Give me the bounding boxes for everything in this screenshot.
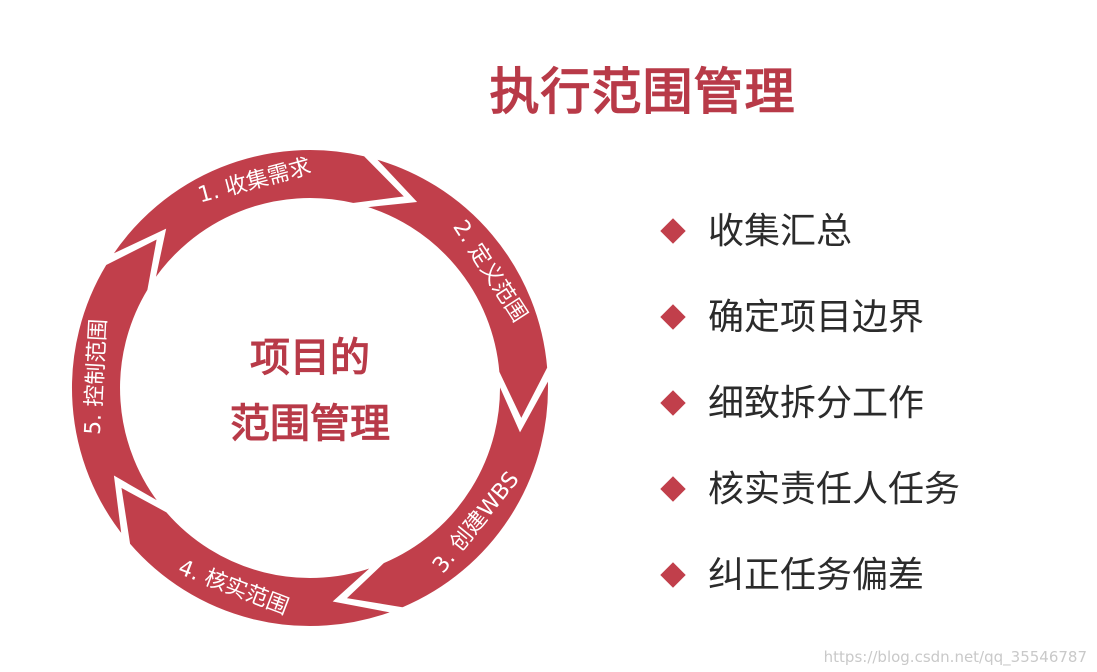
bullet-text: 细致拆分工作 xyxy=(708,383,925,424)
bullet-list: 收集汇总 确定项目边界 细致拆分工作 核实责任人任务 纠正任务偏差 xyxy=(660,200,960,630)
bullet-item: 收集汇总 xyxy=(660,200,960,286)
cycle-segment-5 xyxy=(68,232,166,547)
page-title: 执行范围管理 xyxy=(489,63,796,121)
bullet-item: 核实责任人任务 xyxy=(660,458,960,544)
diamond-bullet-icon xyxy=(660,304,686,330)
diamond-bullet-icon xyxy=(660,218,686,244)
cycle-center-label: 项目的 范围管理 xyxy=(200,325,420,457)
diamond-bullet-icon xyxy=(660,390,686,416)
watermark: https://blog.csdn.net/qq_35546787 xyxy=(823,648,1087,666)
bullet-text: 收集汇总 xyxy=(708,211,853,252)
bullet-item: 纠正任务偏差 xyxy=(660,544,960,630)
diamond-bullet-icon xyxy=(660,476,686,502)
diamond-bullet-icon xyxy=(660,562,686,588)
center-line-1: 项目的 xyxy=(250,335,370,381)
bullet-text: 核实责任人任务 xyxy=(708,469,961,510)
bullet-text: 纠正任务偏差 xyxy=(708,555,925,596)
bullet-item: 确定项目边界 xyxy=(660,286,960,372)
bullet-text: 确定项目边界 xyxy=(708,297,925,338)
cycle-step-label-5: 5. 控制范围 xyxy=(81,318,112,435)
center-line-2: 范围管理 xyxy=(230,401,390,447)
bullet-item: 细致拆分工作 xyxy=(660,372,960,458)
